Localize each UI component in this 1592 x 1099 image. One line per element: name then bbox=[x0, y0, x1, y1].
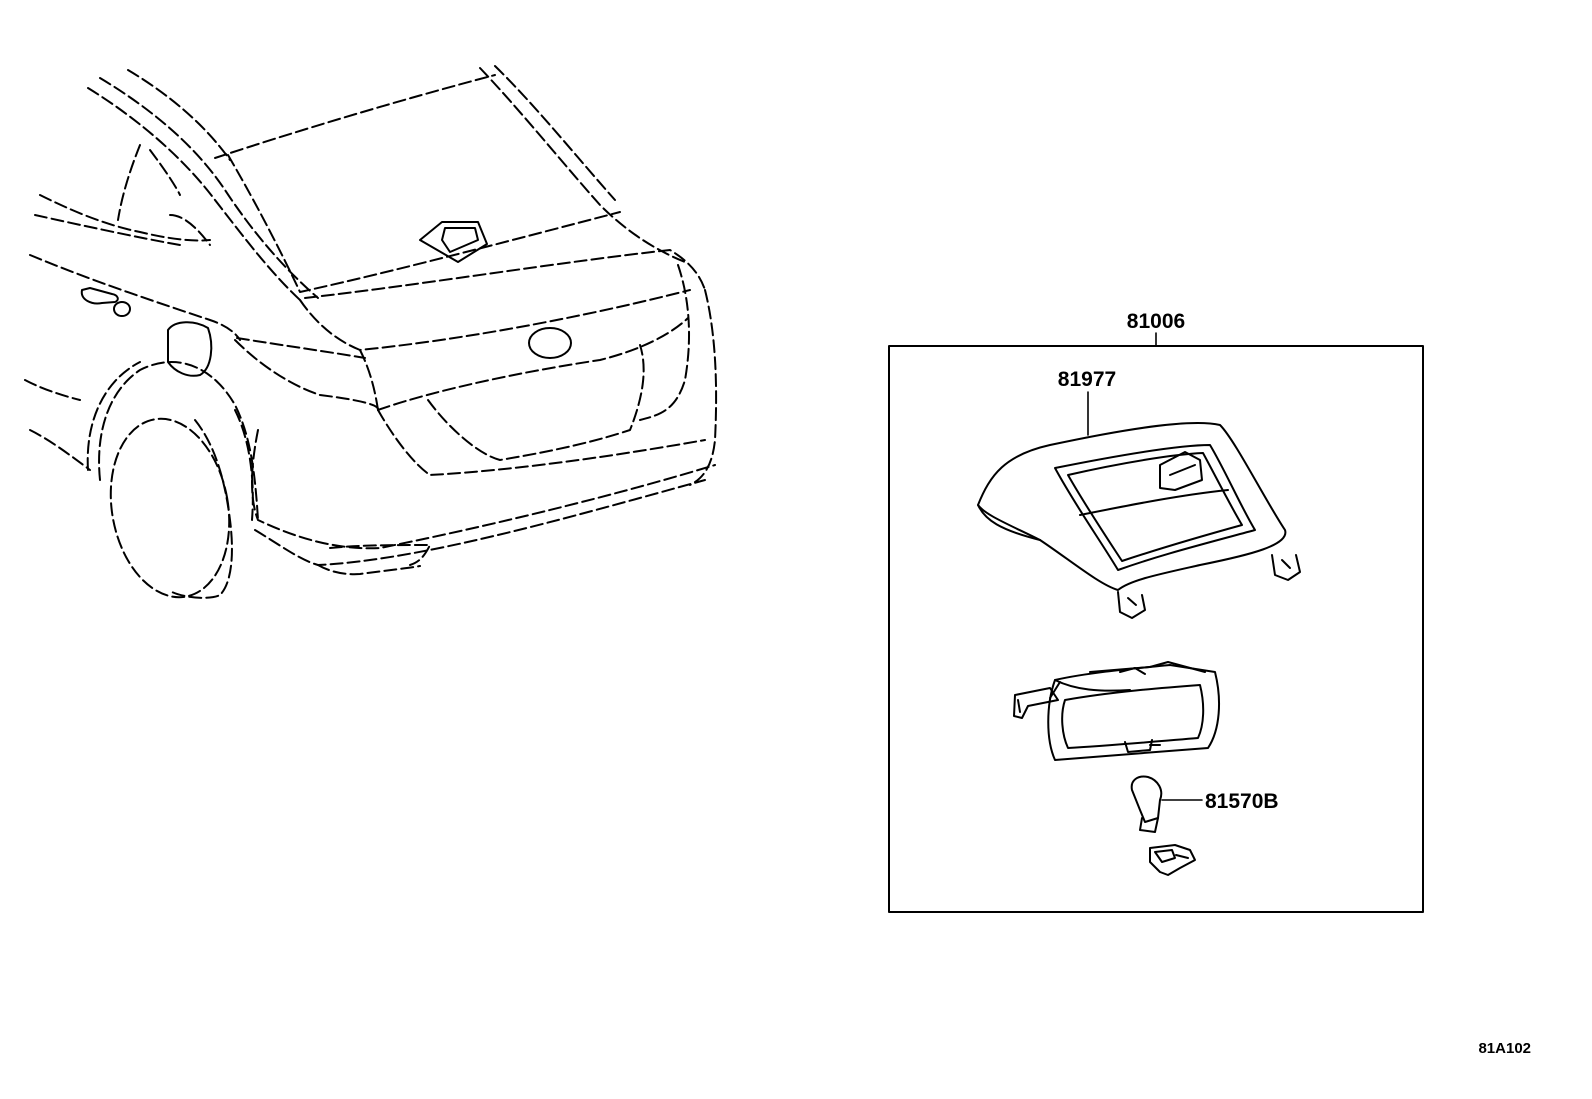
lamp-housing-part bbox=[1013, 661, 1220, 761]
assembly-part-number: 81006 bbox=[1127, 310, 1185, 333]
lamp-cover-part bbox=[977, 421, 1301, 619]
bulb-part-number: 81570B bbox=[1205, 790, 1279, 813]
vehicle-rear-illustration bbox=[24, 65, 718, 599]
bulb-part bbox=[1130, 775, 1203, 833]
drawing-code: 81A102 bbox=[1478, 1040, 1531, 1057]
bulb-socket-part bbox=[1149, 844, 1196, 876]
cover-part-number: 81977 bbox=[1058, 368, 1116, 391]
assembly-box bbox=[888, 332, 1424, 913]
